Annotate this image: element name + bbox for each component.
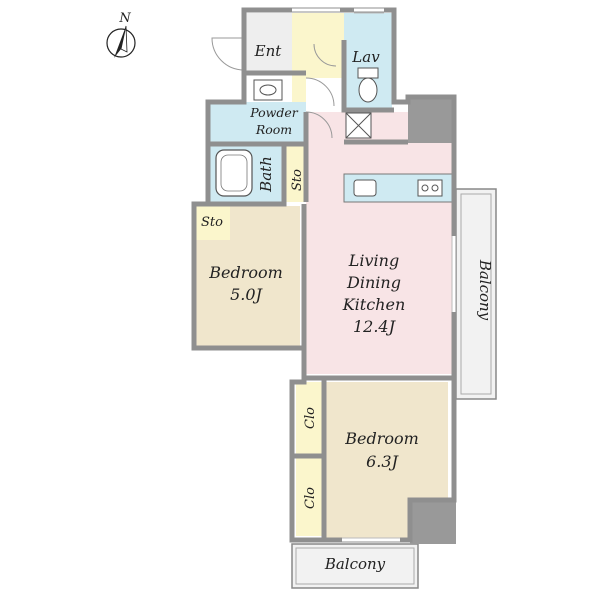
balcony-side-inner [460,193,492,395]
toilet-bowl-icon [358,77,378,103]
ldk-label-line4: 12.4J [353,317,397,336]
storage-hall-label: Sto [290,169,305,191]
wall-entrance-right [241,10,306,76]
stove-burner-icon [431,184,439,192]
powder-room-label-line1: Powder [249,105,299,120]
ldk-label-line3: Kitchen [342,295,406,314]
bathtub-inner-icon [220,154,248,192]
entrance-door-swing [211,37,245,71]
compass-needle-icon [114,26,126,58]
powder-room-label-line2: Room [255,122,292,137]
door-swings [211,37,337,139]
hall-door-swing [305,77,335,107]
wall-bath [194,144,287,207]
kitchen-sink-icon [353,179,377,197]
ldk-label-line1: Living [348,251,399,270]
storage-bedroom-floor [196,206,230,240]
entrance-label: Ent [254,42,283,60]
balcony-side-label: Balcony [476,259,494,321]
bath-label: Bath [257,156,275,193]
ldk-label-line2: Dining [346,273,401,292]
storage-bedroom-label: Sto [201,215,223,230]
closet-lower-floor [296,458,322,536]
bathtub-icon [215,149,253,197]
washbasin-bowl-icon [259,84,277,96]
compass-north-label: N [118,11,131,26]
ldk-floor [306,112,452,374]
bedroom-large-label-line2: 6.3J [366,452,399,471]
window-frames [342,12,453,539]
wall-closets [294,378,327,540]
kitchen-stove-icon [417,179,443,197]
bedroom-small-label-line1: Bedroom [208,263,283,282]
lavatory-label: Lav [351,48,380,66]
hall-upper-door-swing [313,43,337,67]
closet-upper-label: Clo [303,407,318,429]
closet-lower-label: Clo [303,487,318,509]
walls [191,7,457,543]
closet-upper-floor [296,382,322,454]
powder-door-swing [305,111,333,139]
washbasin-icon [253,79,283,101]
balcony-bottom-inner [295,547,415,585]
wall-powder [208,112,309,202]
toilet-tank-icon [357,67,379,79]
entrance-floor [244,13,292,73]
balcony-bottom-label: Balcony [324,555,386,573]
compass: N [106,11,136,58]
bedroom-large-label-line1: Bedroom [344,429,419,448]
compass-needle-tail-icon [120,25,128,53]
stove-burner-icon [421,184,429,192]
wall-lav [341,40,394,113]
bedroom-small-label-line2: 5.0J [230,285,263,304]
storage-hall-floor [286,146,306,202]
pillar-lower-right [410,500,456,544]
powder-room-floor [210,102,306,144]
pillar-upper-right [408,97,454,143]
windows [292,8,456,542]
shaft-cross-icon [345,112,372,139]
